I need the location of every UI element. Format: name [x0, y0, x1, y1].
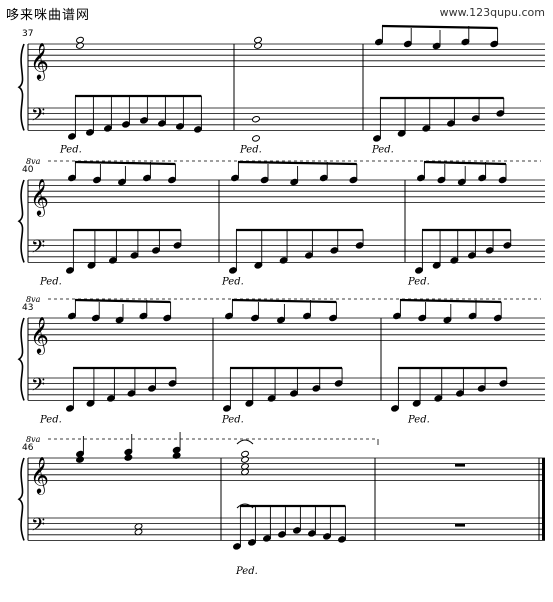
treble-clef: 𝄞 — [30, 315, 49, 354]
beam — [399, 298, 502, 304]
bass-clef: 𝄢 — [31, 375, 45, 400]
ottava-mark: 8va — [26, 295, 41, 304]
ottava-mark: 8va — [26, 157, 41, 166]
note-head — [76, 456, 84, 463]
beam — [74, 160, 176, 166]
bass-clef: 𝄢 — [31, 105, 45, 130]
whole-rest — [455, 463, 465, 467]
beam — [74, 298, 171, 304]
bass-clef: 𝄢 — [31, 515, 45, 540]
treble-clef: 𝄞 — [30, 455, 49, 494]
pedal-mark: Ped. — [235, 566, 258, 577]
pedal-mark: Ped. — [39, 276, 62, 287]
note-head — [241, 468, 249, 476]
pedal-mark: Ped. — [221, 276, 244, 287]
measure-number: 40 — [22, 165, 34, 175]
note-head — [241, 456, 249, 463]
pedal-mark: Ped. — [59, 144, 82, 155]
brace — [17, 179, 25, 263]
beam — [381, 24, 498, 30]
site-url: www.123qupu.com — [439, 6, 545, 19]
site-title: 哆来咪曲谱网 — [6, 8, 91, 23]
pedal-mark: Ped. — [239, 144, 262, 155]
brace — [17, 317, 25, 401]
note-head — [252, 135, 260, 142]
beam — [237, 160, 357, 166]
treble-clef: 𝄞 — [30, 177, 49, 216]
pedal-mark: Ped. — [407, 414, 430, 425]
pedal-mark: Ped. — [371, 144, 394, 155]
note-head — [76, 42, 84, 49]
whole-rest — [455, 523, 465, 527]
pedal-mark: Ped. — [39, 414, 62, 425]
treble-clef: 𝄞 — [30, 41, 49, 80]
note-head — [124, 454, 133, 461]
measure-number: 37 — [22, 29, 33, 39]
pedal-mark: Ped. — [221, 414, 244, 425]
measure-number: 43 — [22, 303, 33, 313]
beam — [423, 160, 507, 166]
final-barline-thick — [542, 458, 545, 541]
brace — [17, 43, 25, 131]
note-head — [252, 115, 260, 123]
note-head — [134, 528, 143, 536]
note-head — [254, 42, 262, 49]
fermata — [236, 439, 254, 445]
brace — [17, 457, 25, 541]
beam — [231, 298, 337, 304]
note-head — [172, 452, 181, 459]
bass-clef: 𝄢 — [31, 237, 45, 262]
measure-number: 46 — [22, 443, 34, 453]
pedal-mark: Ped. — [407, 276, 430, 287]
ottava-mark: 8va — [26, 435, 41, 444]
